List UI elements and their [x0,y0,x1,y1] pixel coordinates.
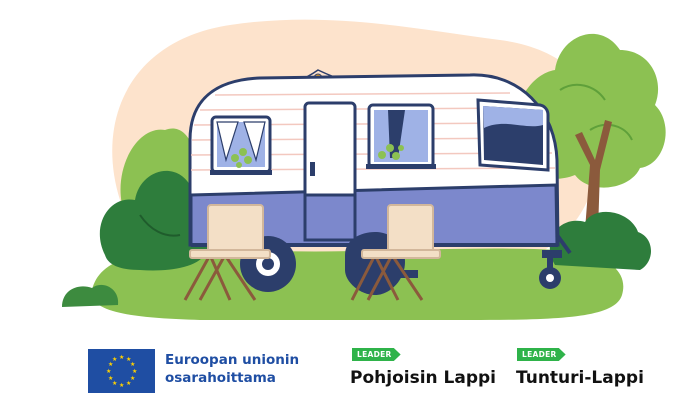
svg-text:★: ★ [112,356,117,363]
caravan-body [188,73,560,247]
camping-chair-left [183,204,271,301]
eu-flag-icon: ★ ★ ★ ★ ★ ★ ★ ★ ★ ★ ★ ★ [88,349,155,393]
bush-right [549,211,652,270]
eu-text-line2: osarahoittama [165,370,276,386]
svg-text:★: ★ [126,356,131,363]
svg-text:★: ★ [132,368,137,375]
tree-left-dark [99,170,218,271]
window-middle [366,103,436,169]
leader-badge-pohjoisin: LEADER [352,348,401,361]
leader-badge-tunturi: LEADER [517,348,566,361]
tree-right-trunk [575,120,612,232]
window-right [476,98,550,172]
small-bush-left [62,284,119,307]
svg-text:★: ★ [108,375,113,382]
svg-text:★: ★ [130,361,135,368]
eu-text-line1: Euroopan unionin [165,352,300,368]
svg-text:★: ★ [108,361,113,368]
svg-text:★: ★ [112,380,117,387]
svg-text:★: ★ [126,380,131,387]
leader-name-pohjoisin: Pohjoisin Lappi [350,368,497,388]
caravan-door [303,101,357,242]
svg-text:★: ★ [119,354,124,361]
caravan-hitch [539,233,572,289]
svg-text:★: ★ [130,375,135,382]
svg-text:★: ★ [119,382,124,389]
leader-name-tunturi: Tunturi-Lappi [516,368,644,388]
camping-chair-right [350,204,441,301]
svg-text:★: ★ [106,368,111,375]
caravan-illustration [62,19,666,320]
window-left [210,115,272,175]
eu-funding-text: Euroopan unionin osarahoittama [165,351,299,387]
